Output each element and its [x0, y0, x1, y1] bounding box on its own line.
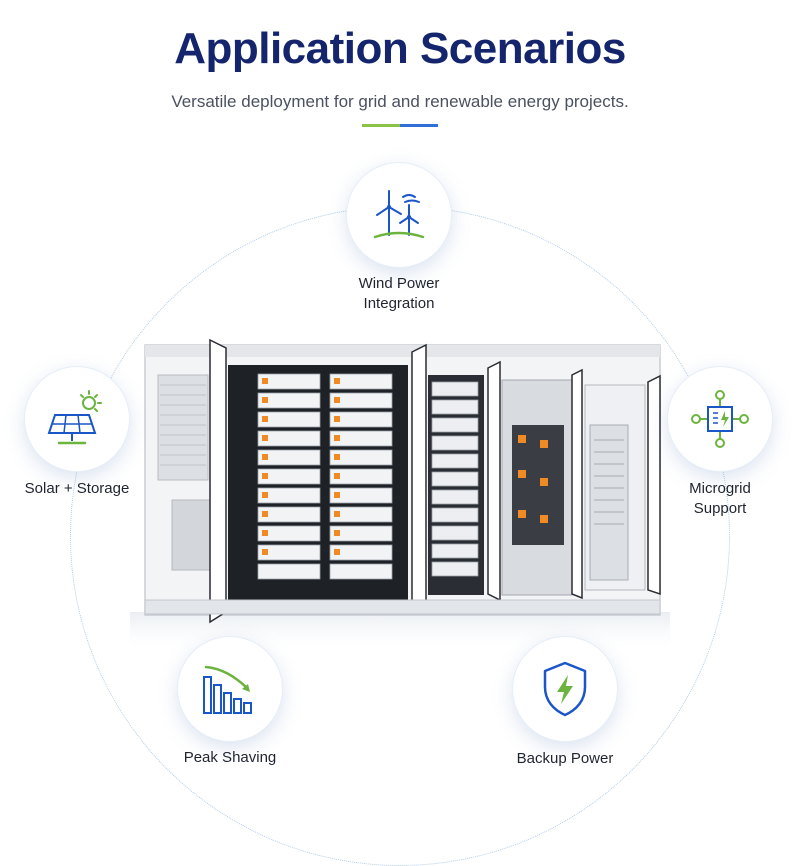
solar-panel-icon — [47, 390, 102, 445]
microgrid-label: Microgrid Support — [640, 479, 800, 519]
microgrid-label-line1: Microgrid — [689, 480, 751, 497]
wind-turbine-icon — [373, 190, 425, 239]
backup-power-label-line1: Backup Power — [516, 750, 614, 767]
peak-shaving-label: Peak Shaving — [150, 748, 310, 768]
shield-lightning-icon — [543, 661, 587, 717]
peak-shaving-label-line1: Peak Shaving — [183, 749, 277, 766]
microgrid-icon — [691, 390, 749, 448]
wind-power-label-line1: Wind Power — [358, 275, 440, 292]
microgrid-label-line2: Support — [693, 500, 747, 517]
wind-power-label: Wind Power Integration — [319, 274, 479, 314]
accent-bar-blue — [400, 124, 438, 127]
backup-power-label: Backup Power — [485, 749, 645, 769]
peak-shaving-badge — [178, 637, 282, 741]
solar-storage-badge — [25, 367, 129, 471]
page-subtitle: Versatile deployment for grid and renewa… — [171, 92, 629, 111]
peak-shaving-chart-icon — [203, 665, 252, 714]
backup-power-badge — [513, 637, 617, 741]
microgrid-badge — [668, 367, 772, 471]
wind-power-label-line2: Integration — [363, 295, 435, 312]
wind-power-badge — [347, 163, 451, 267]
battery-storage-container-illustration — [130, 338, 670, 652]
solar-storage-label: Solar + Storage — [0, 479, 157, 499]
accent-bar-green — [362, 124, 400, 127]
page-title: Application Scenarios — [174, 24, 626, 73]
solar-storage-label-line1: Solar + Storage — [24, 480, 130, 497]
